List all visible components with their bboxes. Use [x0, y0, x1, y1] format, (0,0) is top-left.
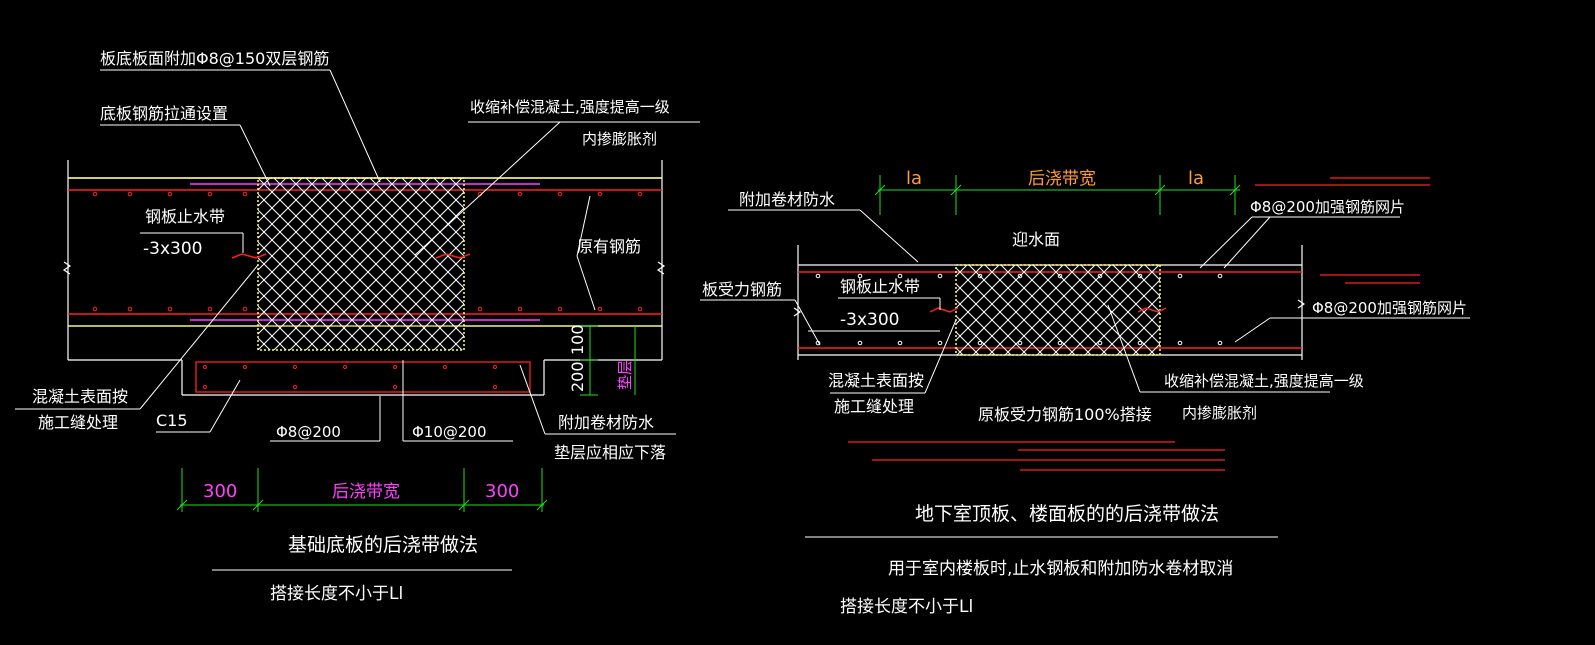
right-label-lap: 原板受力钢筋100%搭接	[978, 405, 1152, 424]
right-label-waterstop-size: -3x300	[840, 310, 899, 330]
left-label-original-rebar: 原有钢筋	[577, 237, 641, 256]
left-dim-300-right: 300	[485, 481, 519, 502]
left-label-shrink-concrete: 收缩补偿混凝土,强度提高一级	[470, 98, 670, 116]
right-dim-width: 后浇带宽	[1028, 169, 1096, 189]
right-label-expansion-agent: 内掺膨胀剂	[1182, 404, 1257, 422]
left-post-pour-band-hatch	[258, 178, 464, 350]
right-note-lap-length: 搭接长度不小于Ll	[840, 597, 973, 617]
right-label-water-face: 迎水面	[1012, 230, 1060, 249]
left-title: 基础底板的后浇带做法	[288, 534, 478, 556]
left-label-top-rebar: 板底板面附加Φ8@150双层钢筋	[100, 49, 329, 68]
left-detail: 板底板面附加Φ8@150双层钢筋 底板钢筋拉通设置 收缩补偿混凝土,强度提高一级…	[15, 49, 700, 604]
left-waterstop-marks	[231, 253, 471, 259]
right-label-joint-1: 混凝土表面按	[828, 371, 924, 390]
left-pit-rebar	[195, 361, 531, 393]
left-dim-200: 200	[568, 361, 587, 392]
left-label-joint-2: 施工缝处理	[38, 413, 118, 432]
right-post-pour-band-hatch	[956, 265, 1160, 355]
left-label-cushion: 垫层	[616, 360, 634, 390]
right-label-membrane: 附加卷材防水	[739, 190, 835, 209]
left-dim-width: 后浇带宽	[332, 482, 400, 502]
right-note: 用于室内楼板时,止水钢板和附加防水卷材取消	[888, 559, 1233, 579]
left-dim-100: 100	[568, 324, 587, 355]
left-label-waterstop: 钢板止水带	[145, 207, 225, 226]
right-post-pour-band	[955, 264, 1161, 356]
right-label-slab-rebar: 板受力钢筋	[702, 280, 782, 299]
left-label-waterstop-size: -3x300	[143, 239, 202, 259]
right-label-mesh-bottom: Φ8@200加强钢筋网片	[1312, 299, 1467, 317]
right-dim-la-right: la	[1188, 168, 1204, 189]
left-leader-lines	[15, 69, 700, 571]
left-vertical-dims	[580, 325, 636, 396]
right-waterstop-marks	[929, 307, 1167, 313]
right-label-shrink-concrete: 收缩补偿混凝土,强度提高一级	[1164, 372, 1364, 390]
right-label-joint-2: 施工缝处理	[834, 397, 914, 416]
right-lap-lines	[848, 177, 1430, 471]
right-detail: la 后浇带宽 la	[700, 168, 1470, 617]
left-label-cushion-drop: 垫层应相应下落	[554, 443, 666, 462]
right-top-dims	[874, 175, 1241, 215]
right-dim-la-left: la	[906, 168, 922, 189]
left-label-joint-1: 混凝土表面按	[32, 387, 128, 406]
left-dim-300-left: 300	[203, 481, 237, 502]
left-label-membrane: 附加卷材防水	[558, 413, 654, 432]
right-label-waterstop: 钢板止水带	[840, 277, 920, 296]
left-rebar-dots	[92, 191, 643, 312]
left-label-through-rebar: 底板钢筋拉通设置	[100, 104, 228, 123]
left-label-expansion-agent: 内掺膨胀剂	[582, 130, 657, 148]
left-post-pour-band	[257, 177, 465, 351]
left-pit-dots	[203, 365, 497, 389]
left-label-phi10: Φ10@200	[412, 423, 487, 441]
right-label-mesh-top: Φ8@200加强钢筋网片	[1250, 198, 1405, 216]
left-label-phi8: Φ8@200	[276, 423, 341, 441]
right-title: 地下室顶板、楼面板的的后浇带做法	[915, 503, 1219, 525]
right-leader-lines	[700, 209, 1470, 538]
left-bottom-dims	[176, 468, 548, 512]
left-label-c15: C15	[156, 411, 188, 430]
left-note: 搭接长度不小于Ll	[270, 584, 403, 604]
